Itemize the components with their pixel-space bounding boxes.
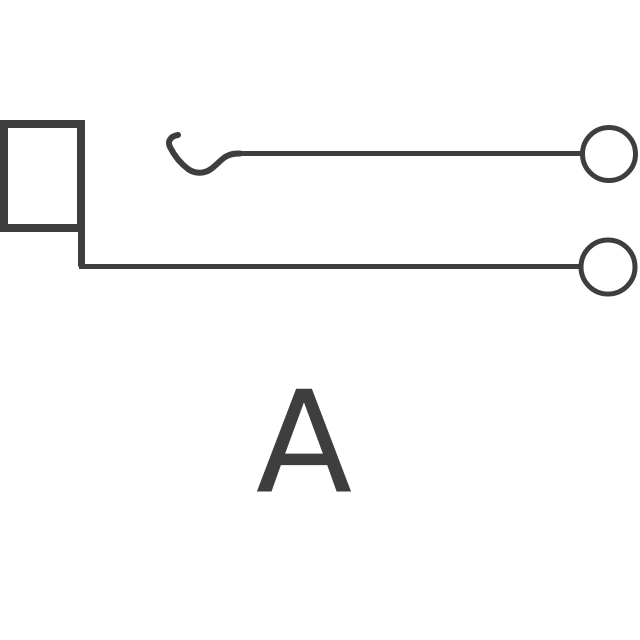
- terminal-circle-top: [580, 125, 638, 183]
- pole-label: A: [256, 362, 352, 526]
- switch-body-square: [0, 120, 85, 232]
- lever-actuator: [166, 132, 243, 176]
- terminal-circle-bottom: [578, 237, 638, 297]
- schematic-strokes: [0, 120, 638, 297]
